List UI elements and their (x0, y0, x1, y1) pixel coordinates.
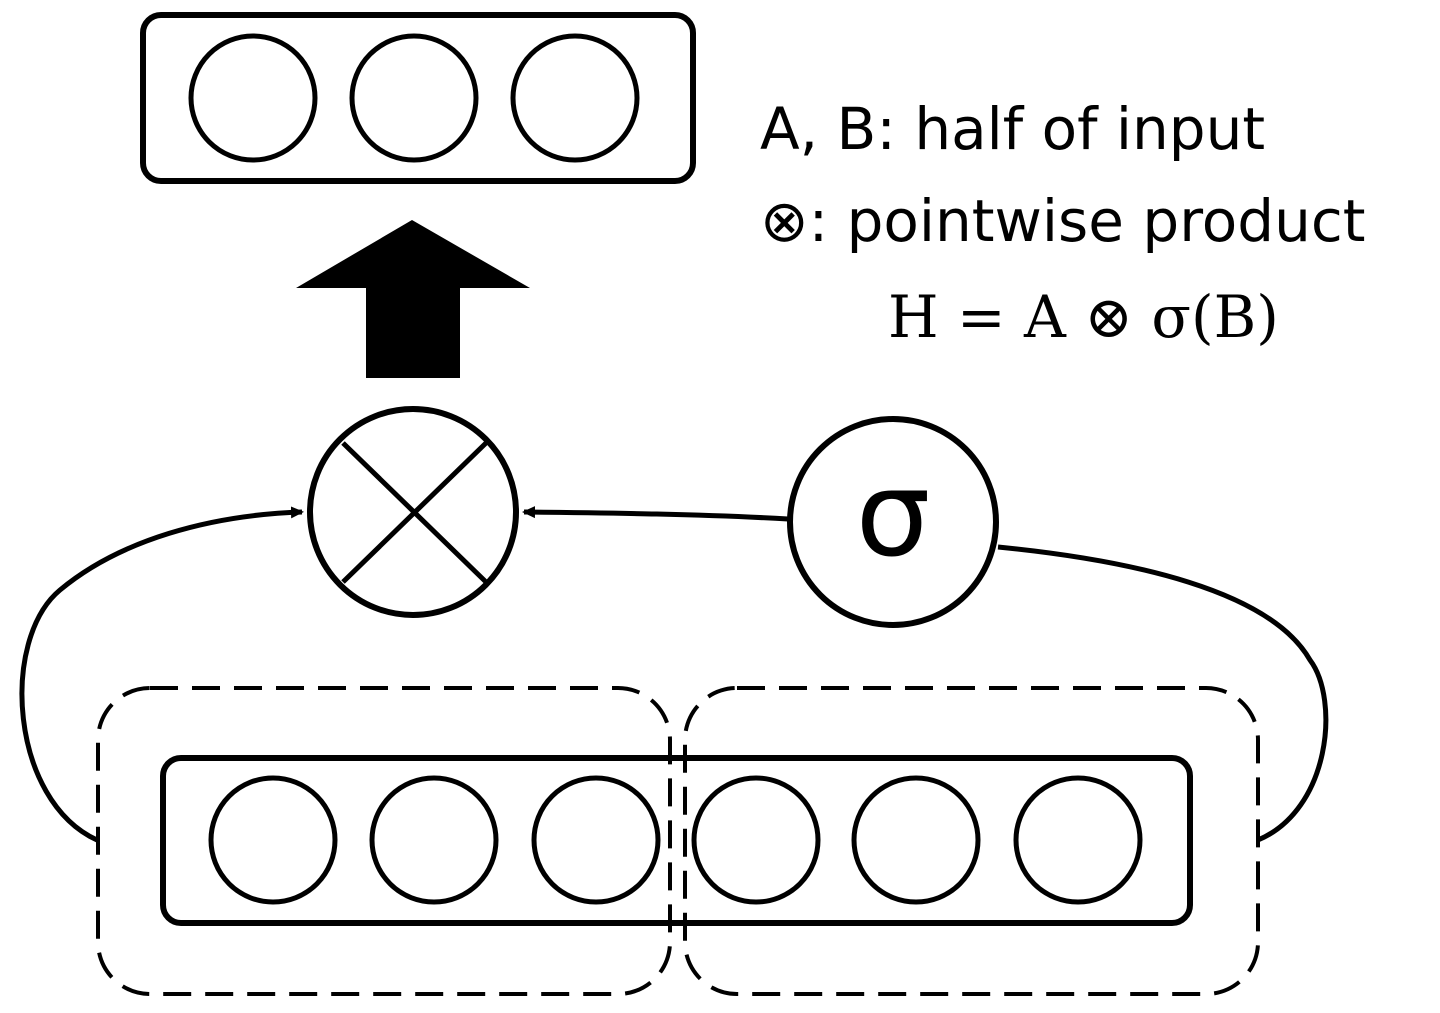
pointwise-product-circle (307, 406, 519, 618)
input-unit (208, 775, 338, 905)
sigma-gate-circle (787, 416, 999, 628)
sigma-to-product-arrow (522, 506, 789, 522)
output-unit (510, 33, 640, 163)
legend-pointwise-product: ⊗: pointwise product (760, 187, 1366, 255)
legend-equation: H = A ⊗ σ(B) (888, 283, 1279, 351)
input-unit (851, 775, 981, 905)
input-unit (1013, 775, 1143, 905)
half-b-to-sigma-line (997, 544, 1329, 843)
input-unit (531, 775, 661, 905)
input-unit (691, 775, 821, 905)
output-vector (140, 12, 696, 184)
half-a-to-product-arrow (19, 506, 304, 843)
legend-half-of-input: A, B: half of input (760, 95, 1266, 163)
output-unit (188, 33, 318, 163)
sigma-gate-label: σ (855, 445, 931, 583)
input-half-b-group (683, 686, 1260, 996)
input-vector-box (160, 755, 1193, 926)
input-vector (160, 755, 1193, 926)
pointwise-product-node (307, 406, 519, 618)
output-unit (349, 33, 479, 163)
input-unit (369, 775, 499, 905)
output-block-arrow (296, 220, 530, 378)
input-half-a-group (96, 686, 672, 996)
output-vector-box (140, 12, 696, 184)
pointwise-product-cross (341, 441, 488, 584)
